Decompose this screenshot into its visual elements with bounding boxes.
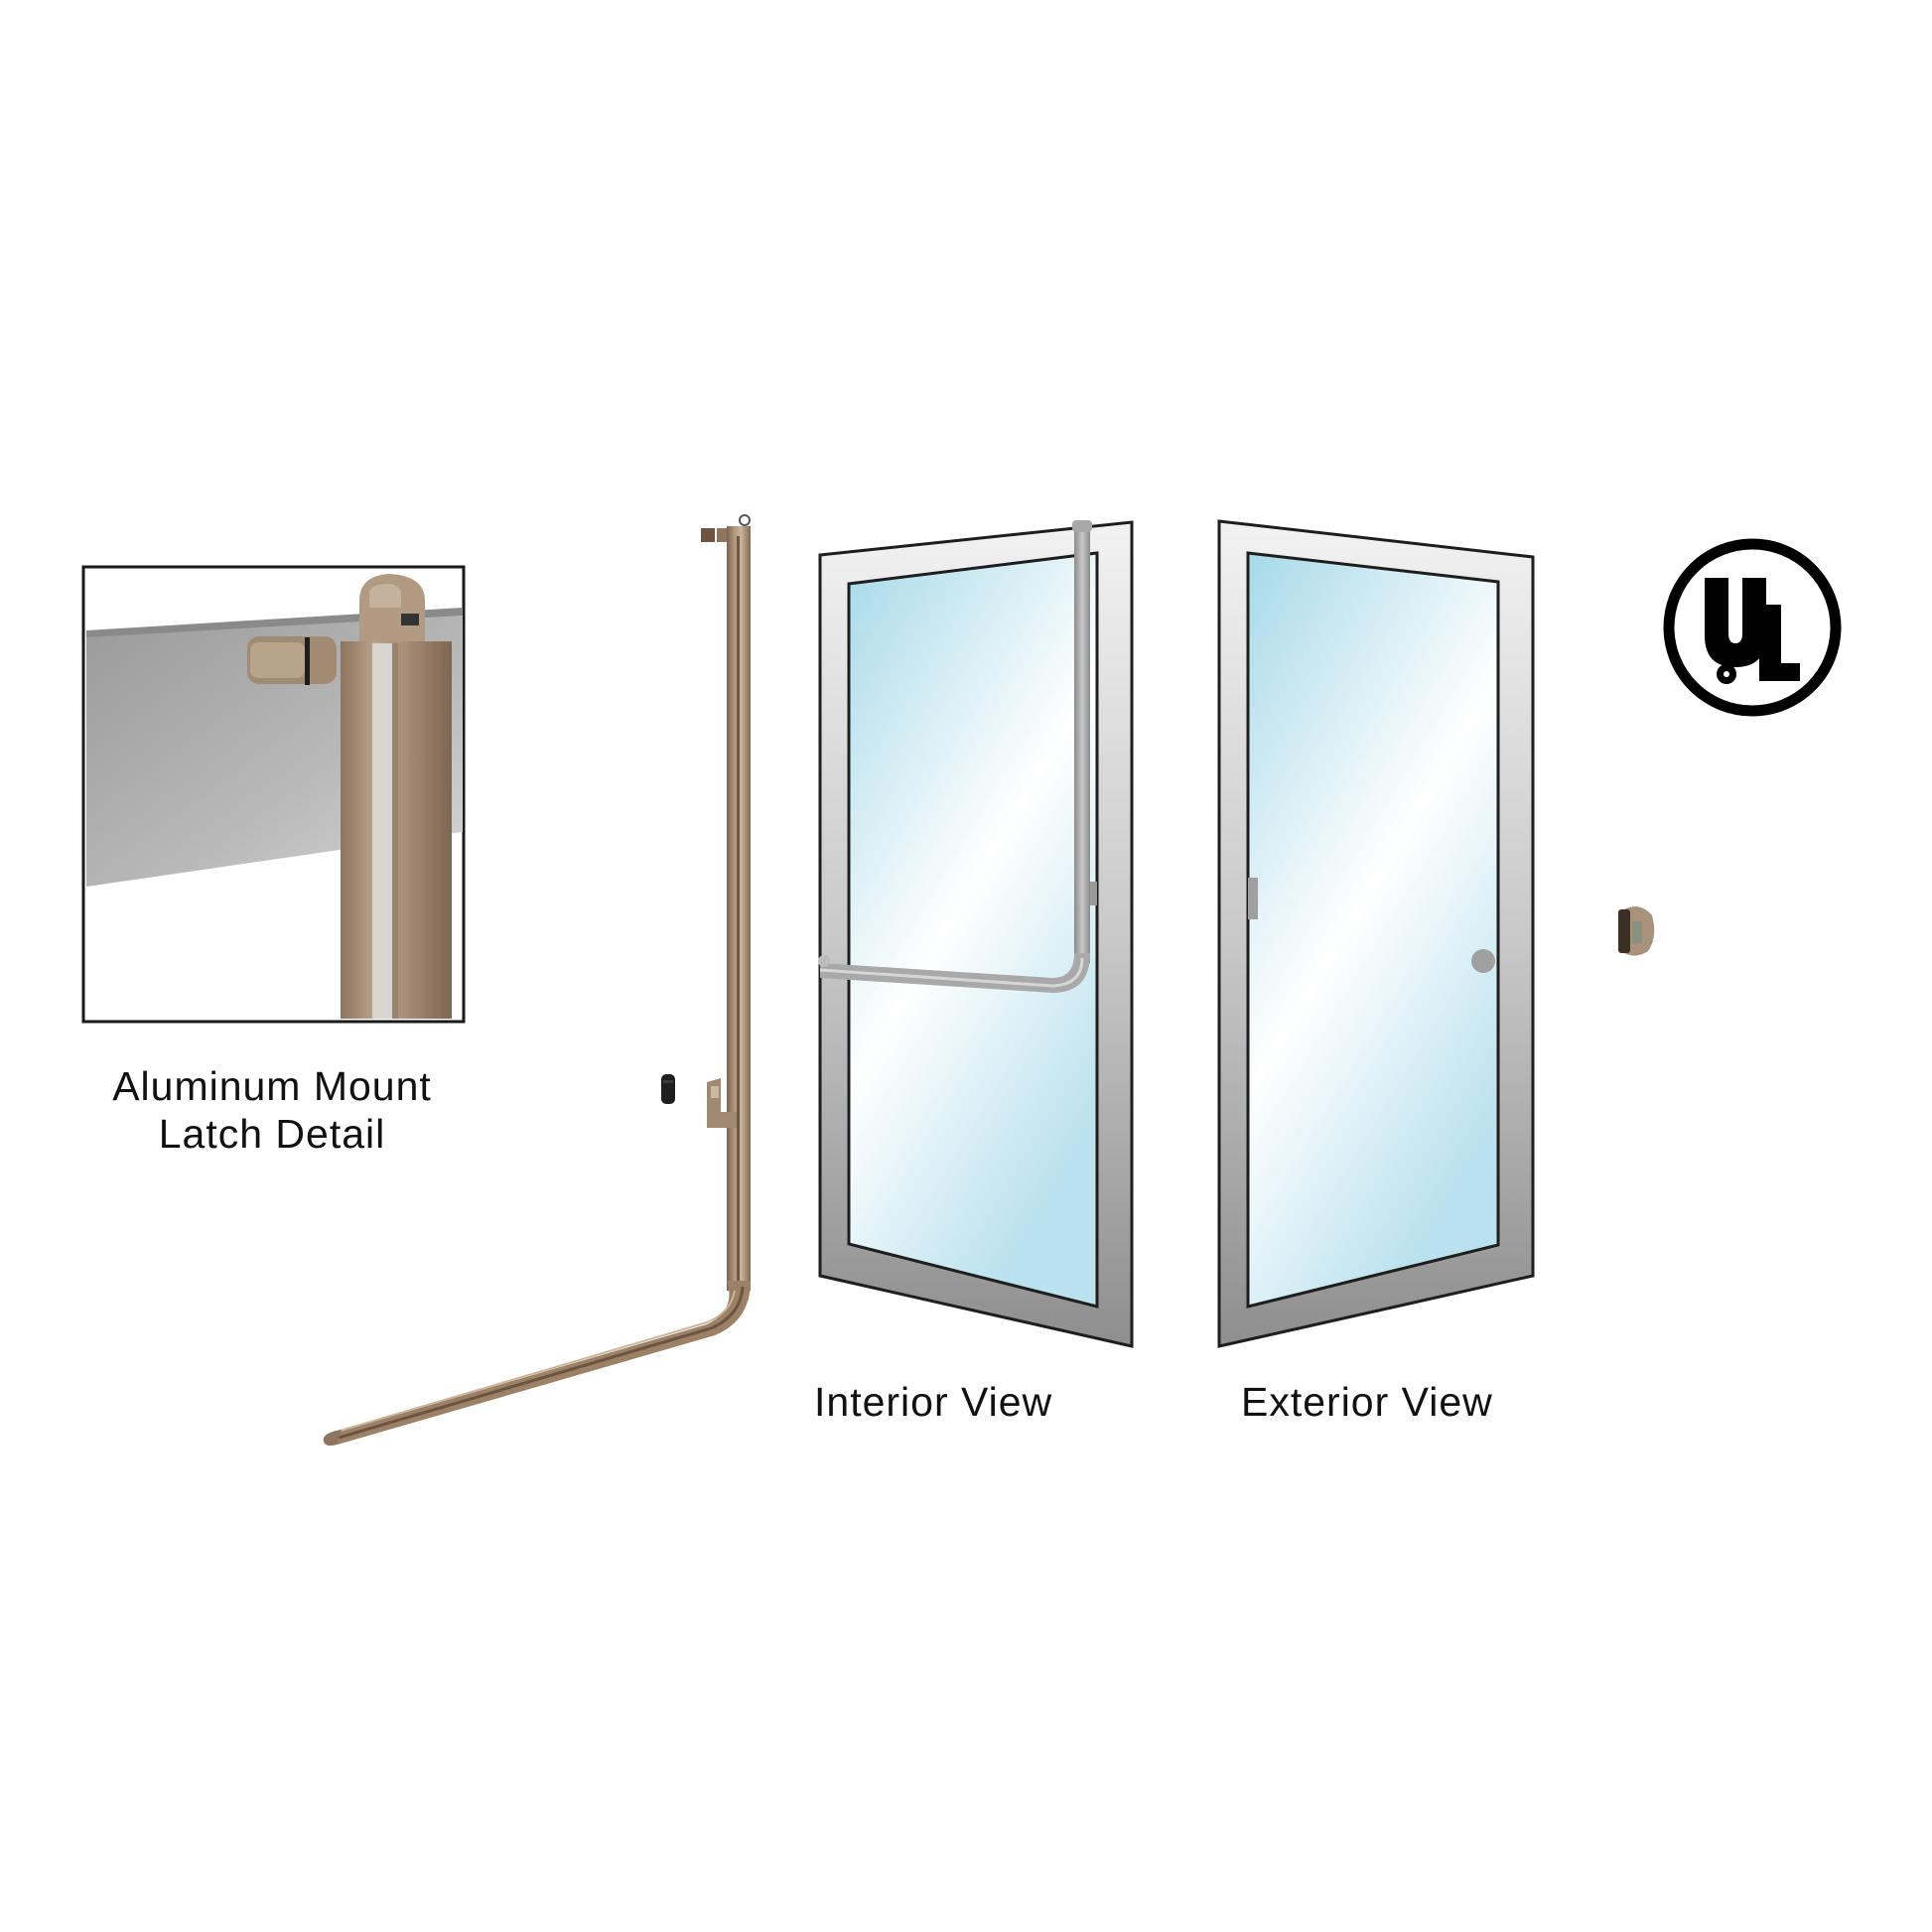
interior-latch-plate [1089,882,1097,905]
strike-detail [663,1080,673,1083]
ul-certification-icon [1663,538,1842,717]
exterior-latch-plate [1248,878,1258,919]
bronze-push-bar [323,514,751,1447]
floor-strike-icon [1618,906,1655,956]
interior-door [818,520,1134,1348]
latch-cylinder [247,636,337,685]
exterior-door-glass [1246,551,1500,1309]
interior-push-bar [818,520,1092,993]
interior-door-glass [847,551,1099,1309]
interior-view-label: Interior View [814,1379,1053,1425]
latch-detail-caption-line2: Latch Detail [158,1111,386,1157]
exterior-door [1217,519,1535,1348]
mount-bar [341,574,452,1019]
exterior-cylinder-knob [1471,949,1495,973]
latch-detail-caption: Aluminum Mount Latch Detail [83,1062,461,1158]
exterior-view-label: Exterior View [1241,1379,1493,1425]
latch-detail-inset [81,565,466,1024]
latch-detail-caption-line1: Aluminum Mount [112,1063,432,1109]
strike-plate [661,1074,675,1104]
